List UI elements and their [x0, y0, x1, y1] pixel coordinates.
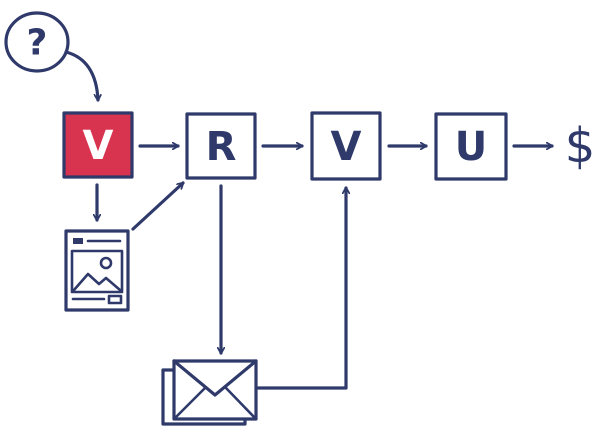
- use-box: [434, 112, 508, 181]
- visit-node: V: [62, 111, 134, 179]
- visit-box: [62, 111, 134, 179]
- question-circle: [4, 11, 70, 73]
- landing-page-button: [107, 294, 123, 305]
- landing-page-mountains: [72, 272, 122, 292]
- verify-label: V: [331, 124, 362, 170]
- landing-page-logo: [73, 238, 83, 244]
- question-mark-icon: ?: [27, 23, 48, 64]
- use-node: U: [434, 112, 508, 181]
- use-label: U: [455, 124, 487, 170]
- arrow-question-to-visit: [64, 50, 98, 102]
- envelope-fold-right: [224, 386, 258, 421]
- question-node: ?: [4, 11, 70, 73]
- dollar-icon: $: [565, 118, 596, 174]
- register-node: R: [185, 112, 257, 180]
- verify-node: V: [310, 111, 382, 181]
- register-label: R: [206, 124, 237, 170]
- envelope-icon: [161, 359, 258, 426]
- landing-page-icon: [64, 229, 130, 312]
- landing-page-frame: [64, 229, 130, 312]
- landing-page-image: [70, 249, 124, 294]
- arrow-email-to-verify: [256, 186, 346, 390]
- envelope-flap: [172, 359, 258, 397]
- landing-page-sun: [99, 256, 113, 270]
- arrow-landing-page-to-register: [131, 181, 185, 231]
- register-box: [185, 112, 257, 180]
- envelope-fold-left: [172, 386, 207, 421]
- visit-label: V: [83, 123, 114, 169]
- verify-box: [310, 111, 382, 181]
